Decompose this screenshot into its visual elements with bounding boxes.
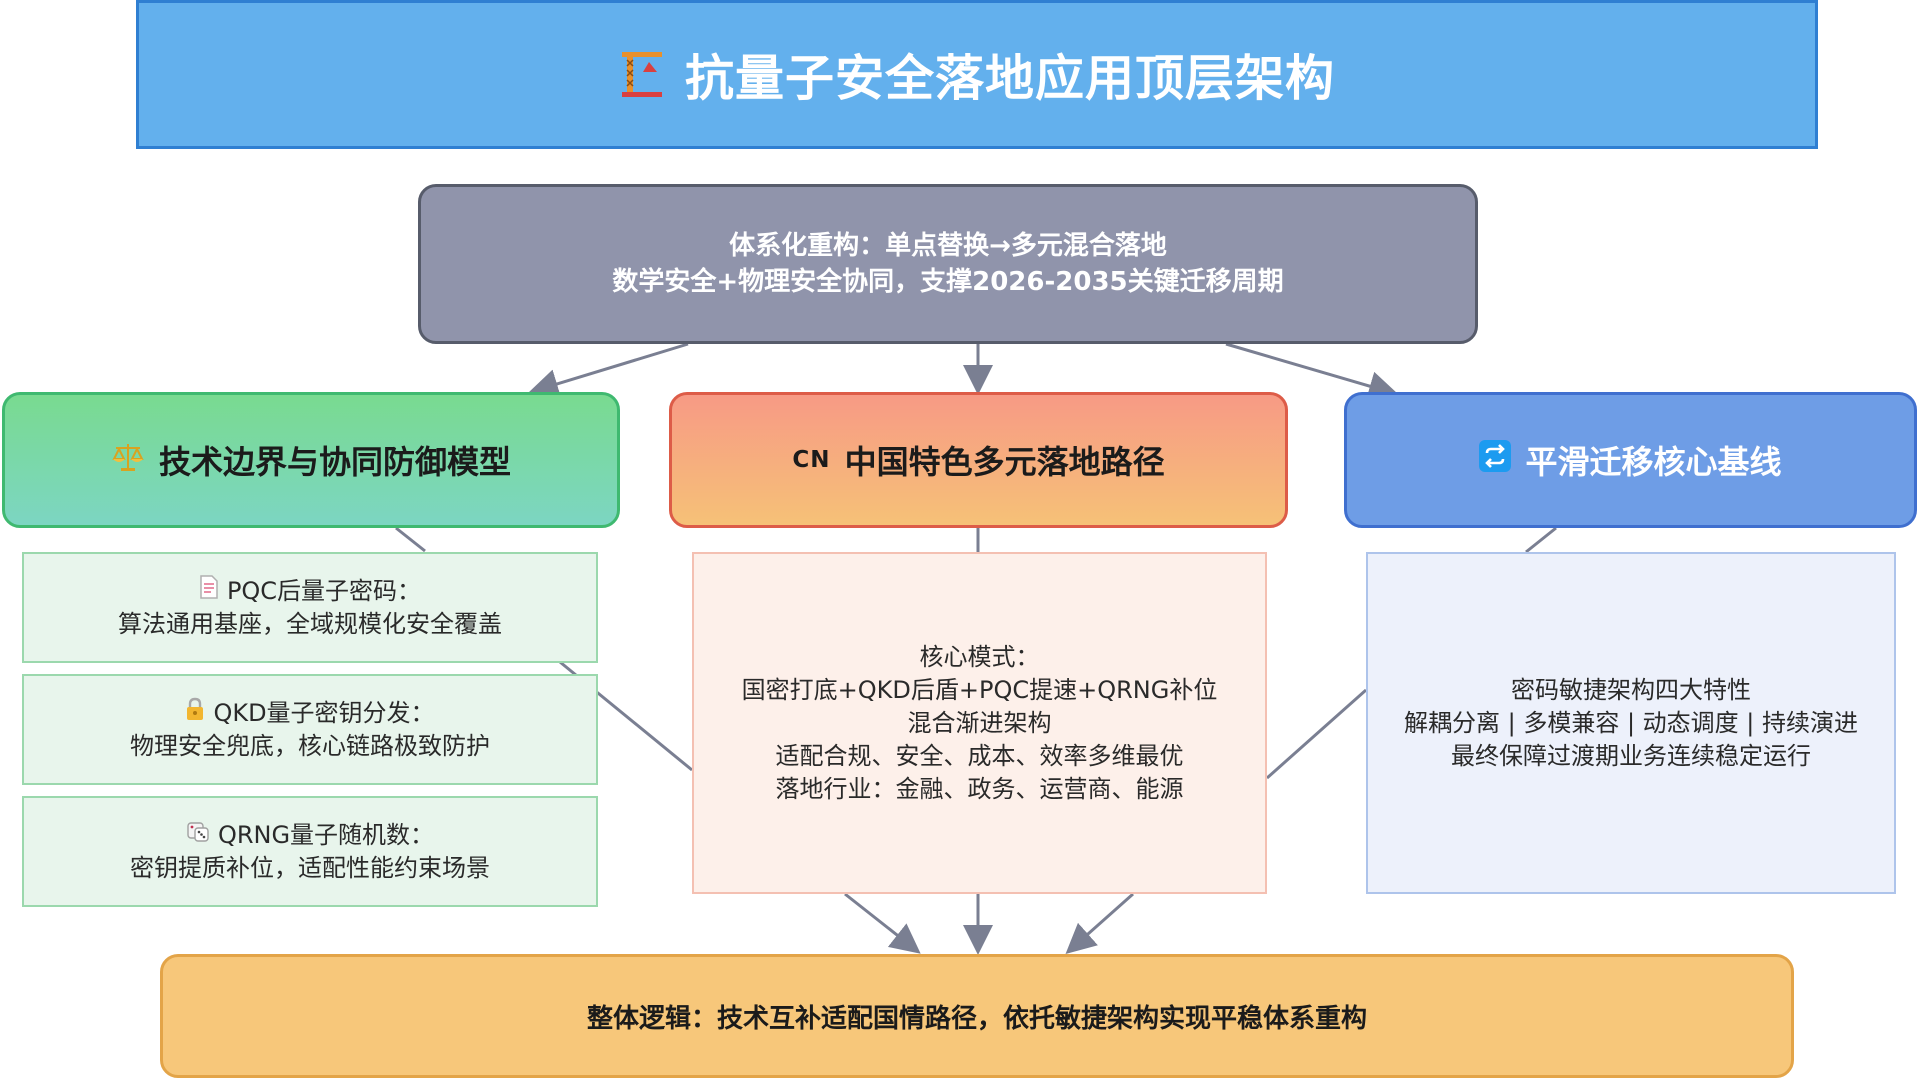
top-summary-line-2: 数学安全+物理安全协同，支撑2026-2035关键迁移周期 <box>612 267 1284 297</box>
qrng-card: QRNG量子随机数： 密钥提质补位，适配性能约束场景 <box>22 796 598 907</box>
right-line-2: 解耦分离 | 多模兼容 | 动态调度 | 持续演进 <box>1403 708 1859 737</box>
title-banner: 抗量子安全落地应用顶层架构 <box>136 0 1818 149</box>
middle-line-1: 核心模式： <box>919 642 1040 671</box>
middle-line-5: 落地行业：金融、政务、运营商、能源 <box>775 774 1184 803</box>
pqc-card: PQC后量子密码： 算法通用基座，全域规模化安全覆盖 <box>22 552 598 663</box>
pqc-card-desc: 算法通用基座，全域规模化安全覆盖 <box>118 609 502 638</box>
connector-middle-to-bottom-left <box>844 892 921 954</box>
qrng-card-desc: 密钥提质补位，适配性能约束场景 <box>130 853 490 882</box>
qkd-card-desc: 物理安全兜底，核心链路极致防护 <box>130 731 490 760</box>
connector-top-to-left <box>528 342 689 399</box>
connector-left-header-to-cards <box>395 526 426 553</box>
dice-icon <box>186 819 210 852</box>
construction-crane-icon <box>619 48 665 102</box>
overall-logic-box: 整体逻辑：技术互补适配国情路径，依托敏捷架构实现平稳体系重构 <box>160 954 1794 1078</box>
repeat-arrows-icon <box>1479 440 1512 480</box>
connector-middle-to-bottom-right <box>1065 892 1134 954</box>
middle-line-3: 混合渐进架构 <box>907 708 1052 737</box>
connector-right-card-to-middle <box>1266 688 1367 780</box>
right-column-header: 平滑迁移核心基线 <box>1344 392 1917 528</box>
balance-scale-icon <box>111 439 145 481</box>
page-title: 抗量子安全落地应用顶层架构 <box>684 50 1335 107</box>
connector-top-to-right <box>1225 342 1399 401</box>
middle-detail-card: 核心模式： 国密打底+QKD后盾+PQC提速+QRNG补位 混合渐进架构 适配合… <box>692 552 1267 894</box>
top-summary-line-1: 体系化重构：单点替换→多元混合落地 <box>729 231 1167 261</box>
left-column-title: 技术边界与协同防御模型 <box>158 443 511 481</box>
middle-line-2: 国密打底+QKD后盾+PQC提速+QRNG补位 <box>741 675 1218 704</box>
right-line-1: 密码敏捷架构四大特性 <box>1511 675 1751 704</box>
pqc-card-title: PQC后量子密码： <box>226 576 422 605</box>
qrng-card-title: QRNG量子随机数： <box>217 820 435 849</box>
qkd-card-title: QKD量子密钥分发： <box>213 698 435 727</box>
right-column-title: 平滑迁移核心基线 <box>1525 443 1782 481</box>
overall-logic-text: 整体逻辑：技术互补适配国情路径，依托敏捷架构实现平稳体系重构 <box>586 1003 1367 1034</box>
right-detail-card: 密码敏捷架构四大特性 解耦分离 | 多模兼容 | 动态调度 | 持续演进 最终保… <box>1366 552 1896 894</box>
middle-column-header: CN 中国特色多元落地路径 <box>669 392 1288 528</box>
document-icon <box>199 574 219 608</box>
middle-column-title: 中国特色多元落地路径 <box>844 443 1165 481</box>
cn-flag-badge: CN <box>792 447 831 473</box>
qkd-card: QKD量子密钥分发： 物理安全兜底，核心链路极致防护 <box>22 674 598 785</box>
middle-line-4: 适配合规、安全、成本、效率多维最优 <box>775 741 1184 770</box>
right-line-3: 最终保障过渡期业务连续稳定运行 <box>1451 741 1811 770</box>
left-column-header: 技术边界与协同防御模型 <box>2 392 620 528</box>
top-summary-box: 体系化重构：单点替换→多元混合落地 数学安全+物理安全协同，支撑2026-203… <box>418 184 1478 344</box>
connector-right-header-to-card <box>1525 526 1557 554</box>
lock-icon <box>185 697 205 730</box>
